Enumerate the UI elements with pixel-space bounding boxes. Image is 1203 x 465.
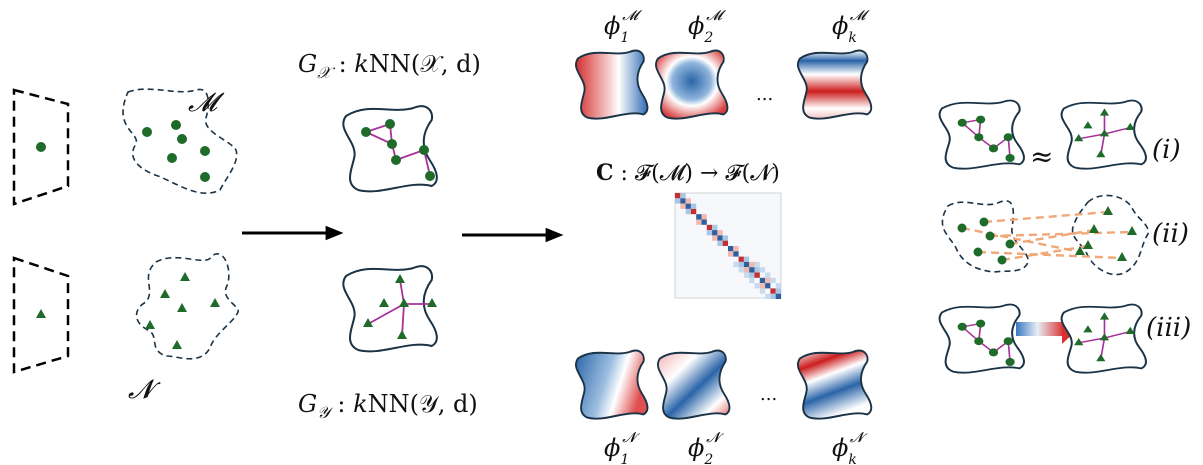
matrix-cell	[685, 203, 691, 209]
matrix-cell	[759, 277, 766, 284]
matrix-cell	[690, 203, 697, 209]
matrix-cell	[733, 261, 739, 268]
matrix-cell	[717, 235, 723, 241]
matrix-cell	[759, 288, 766, 294]
matrix-cell	[680, 193, 686, 199]
matrix-cell	[701, 214, 707, 220]
matrix-cell	[696, 214, 702, 220]
matrix-cell	[701, 219, 707, 225]
matrix-cell	[749, 261, 755, 268]
graph-y	[342, 265, 438, 353]
matrix-cell	[759, 267, 766, 273]
ellipsis-top: ...	[756, 84, 773, 105]
matrix-cell	[738, 256, 744, 262]
approx-symbol: ≈	[1030, 140, 1053, 173]
manifold-n-samples	[135, 253, 239, 360]
matrix-cell	[738, 267, 744, 273]
matrix-cell	[722, 240, 728, 246]
matrix-cell	[749, 267, 755, 273]
matrix-cell	[706, 230, 713, 236]
matrix-cell	[685, 208, 691, 215]
output-graph-n-i	[1060, 99, 1147, 170]
output-matching-ii	[941, 194, 1149, 276]
matrix-cell	[775, 293, 781, 299]
matrix-cell	[717, 240, 723, 246]
manifold-m-samples	[122, 88, 238, 194]
matrix-cell	[754, 272, 760, 278]
graph-y-label: G𝒴 : kNN(𝒴, d)	[298, 390, 478, 422]
matrix-cell	[728, 251, 734, 257]
matrix-cell	[717, 230, 723, 236]
matrix-cell	[728, 246, 734, 252]
graph-x	[342, 105, 438, 193]
manifold-m-label: 𝓜	[188, 88, 225, 118]
matrix-cell	[749, 272, 755, 278]
matrix-cell	[743, 256, 750, 262]
functional-map-matrix	[674, 192, 782, 299]
output-transfer-iii	[938, 303, 1147, 374]
matrix-cell	[675, 193, 681, 199]
eigenfunction-m-2	[654, 49, 729, 120]
matrix-cell	[712, 224, 718, 231]
phi-m-1-label: ϕ1𝓜	[604, 8, 642, 46]
phi-m-k-label: ϕk𝓜	[832, 8, 870, 46]
matrix-cell	[775, 283, 781, 289]
matrix-cell	[733, 246, 739, 252]
matrix-cell	[680, 203, 686, 209]
matrix-cell	[738, 261, 744, 268]
matrix-cell	[712, 235, 718, 241]
matrix-cell	[754, 261, 760, 268]
matrix-cell	[775, 288, 781, 294]
matrix-cell	[765, 293, 771, 299]
matrix-cell	[743, 261, 750, 268]
matrix-cell	[759, 283, 766, 289]
eigenfunction-n-k	[796, 349, 873, 420]
source-square-points	[12, 88, 70, 206]
matrix-cell	[696, 219, 702, 225]
matrix-cell	[743, 272, 750, 278]
eigenfunction-m-k	[796, 49, 873, 120]
eigenfunction-m-1	[574, 49, 649, 120]
label-i: (i)	[1152, 135, 1181, 165]
phi-n-1-label: ϕ1𝓝	[604, 430, 640, 465]
label-ii: (ii)	[1152, 219, 1189, 249]
point-triangle	[36, 309, 46, 318]
matrix-cell	[749, 277, 755, 284]
matrix-cell	[733, 251, 739, 257]
point-node	[36, 142, 46, 152]
matrix-cell	[765, 283, 771, 289]
phi-n-2-label: ϕ2𝓝	[688, 430, 724, 465]
matrix-cell	[712, 230, 718, 236]
label-iii: (iii)	[1146, 313, 1191, 343]
matrix-cell	[765, 277, 771, 284]
eigenfunction-n-1	[574, 349, 649, 420]
matrix-cell	[770, 277, 776, 284]
matrix-cell	[770, 288, 776, 294]
matrix-cell	[743, 267, 750, 273]
matrix-cell	[680, 198, 686, 204]
eigenfunction-n-2	[656, 349, 731, 420]
matrix-cell	[754, 267, 760, 273]
matrix-cell	[690, 208, 697, 215]
output-graph-m-i	[938, 99, 1025, 170]
matrix-cell	[754, 283, 760, 289]
matrix-cell	[770, 293, 776, 299]
phi-m-2-label: ϕ2𝓜	[688, 8, 726, 46]
matrix-cell	[765, 272, 771, 278]
matrix-cell	[685, 198, 691, 204]
matrix-cell	[722, 235, 728, 241]
matrix-cell	[675, 198, 681, 204]
ellipsis-bottom: ...	[760, 384, 777, 405]
target-square-points	[12, 256, 70, 374]
matrix-cell	[706, 224, 713, 231]
graph-x-label: G𝒳 : kNN(𝒳, d)	[298, 50, 481, 82]
phi-n-k-label: ϕk𝓝	[832, 430, 868, 465]
functional-map-label: C : 𝓕(𝓜) → 𝓕(𝓝)	[596, 160, 780, 186]
manifold-n-label: 𝓝	[128, 375, 161, 405]
